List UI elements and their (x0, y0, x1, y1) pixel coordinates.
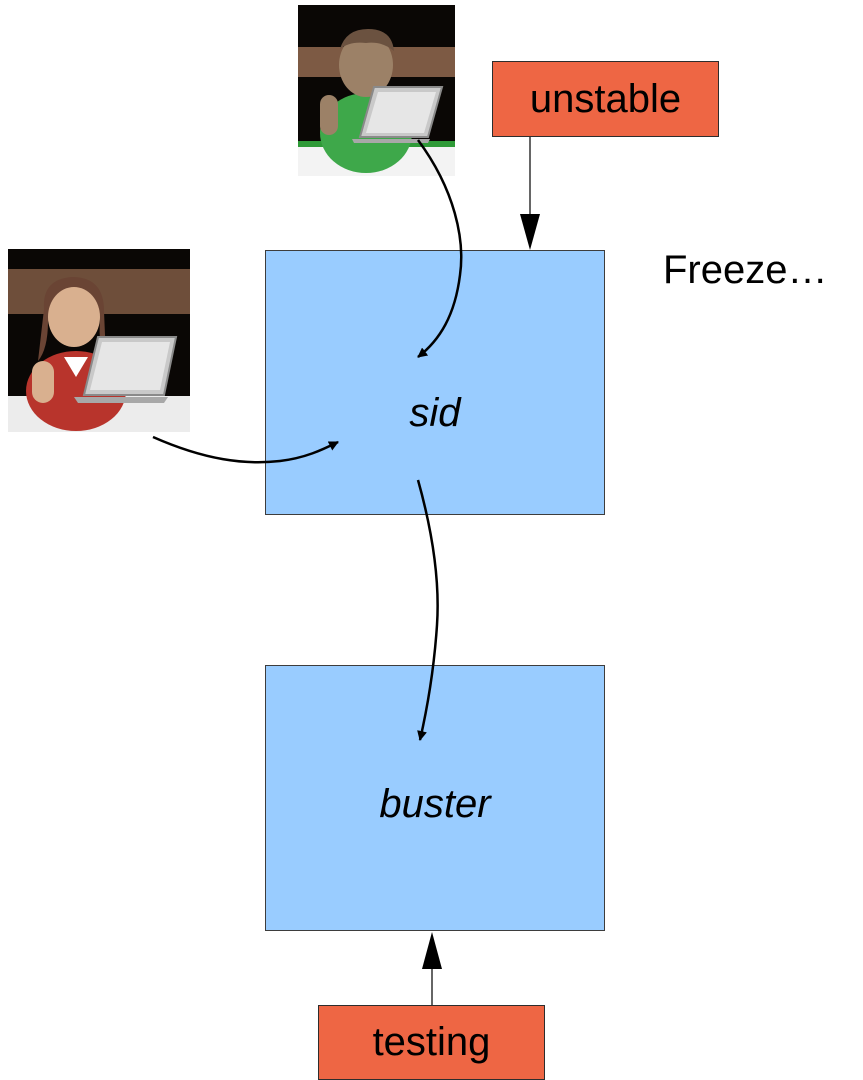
freeze-note: Freeze… (663, 248, 828, 292)
sid-label: sid (409, 391, 461, 435)
developer-1-to-sid-arrow (416, 139, 463, 358)
testing-to-buster-arrowhead (422, 932, 442, 969)
sid-node: sid (265, 250, 605, 515)
developer-2-avatar-icon (8, 249, 190, 432)
developer-2-to-sid-arrow (152, 435, 339, 464)
sid-to-buster-arrow (416, 479, 439, 741)
unstable-to-sid-arrowhead (520, 214, 540, 250)
unstable-tag: unstable (492, 61, 719, 137)
buster-node: buster (265, 665, 605, 931)
buster-label: buster (379, 782, 491, 826)
developer-1-avatar-icon (298, 5, 455, 176)
testing-tag: testing (318, 1005, 545, 1080)
